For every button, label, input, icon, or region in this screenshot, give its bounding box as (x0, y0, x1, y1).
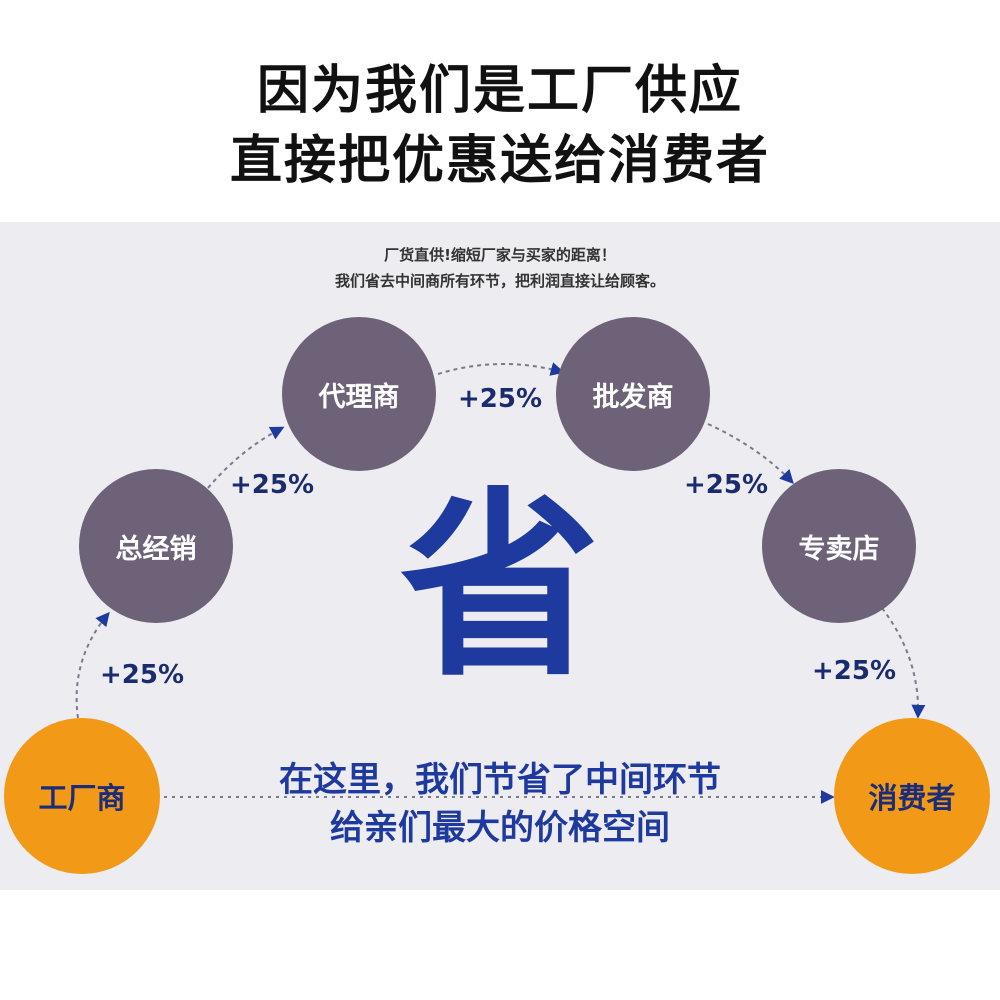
arrow-agent-to-wholesaler (437, 362, 565, 376)
markup-label-3: +25% (458, 384, 543, 414)
headline-line-2: 直接把优惠送给消费者 (229, 131, 770, 191)
arrow-factory-to-distributor (75, 611, 110, 719)
node-factory: 工厂商 (4, 718, 160, 874)
node-consumer: 消费者 (834, 718, 990, 874)
node-store: 专卖店 (762, 469, 916, 623)
markup-label-2: +25% (230, 470, 315, 500)
markup-label-5: +25% (812, 656, 897, 686)
save-character: 省 (399, 471, 600, 704)
markup-label-4: +25% (684, 470, 769, 500)
node-distributor: 总经销 (79, 469, 233, 623)
headline-line-1: 因为我们是工厂供应 (256, 61, 743, 121)
markup-label-1: +25% (100, 660, 185, 690)
slogan-line-2: 给亲们最大的价格空间 (330, 808, 670, 848)
note-line-1: 厂货直供!缩短厂家与买家的距离！ (384, 246, 616, 264)
arrow-store-to-consumer (881, 607, 926, 719)
node-wholesaler: 批发商 (556, 317, 710, 471)
note-line-2: 我们省去中间商所有环节，把利润直接让给顾客。 (334, 272, 665, 290)
node-agent: 代理商 (282, 317, 436, 471)
arrow-distributor-to-agent (207, 426, 285, 489)
slogan-line-1: 在这里，我们节省了中间环节 (279, 760, 721, 800)
arrow-wholesaler-to-store (707, 423, 794, 485)
